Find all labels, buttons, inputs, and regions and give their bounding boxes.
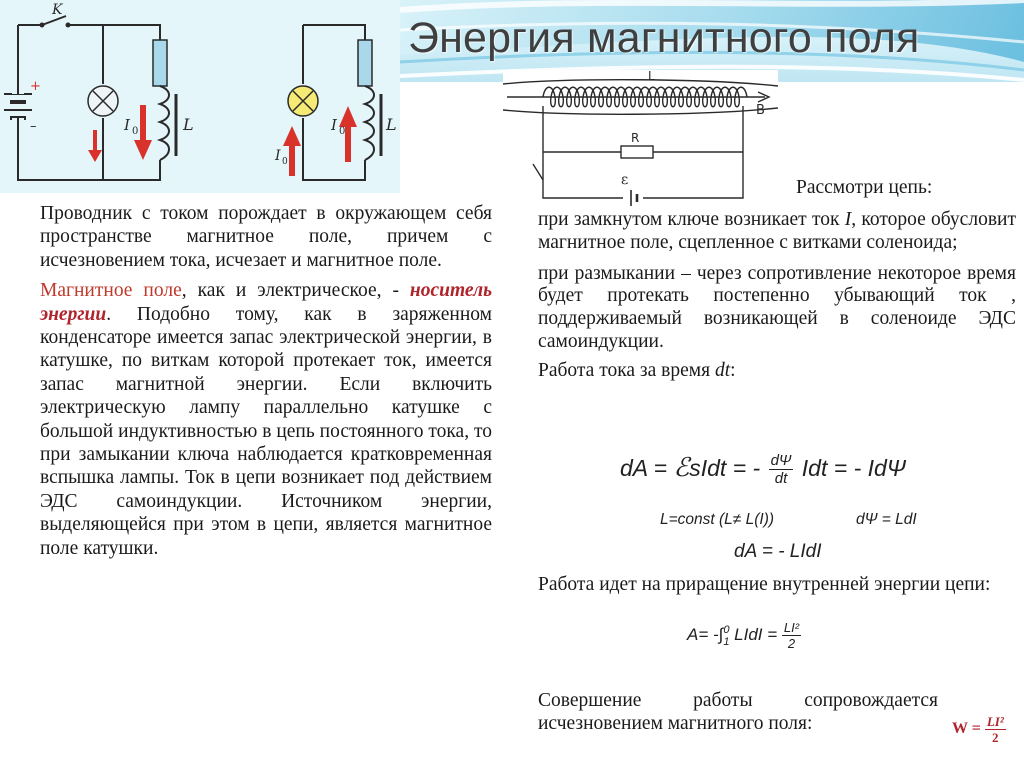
- formula-main-b: Idt = - IdΨ: [795, 455, 906, 481]
- formula-main-emf: ℰ: [673, 452, 690, 482]
- formula-main-a: sIdt = -: [689, 455, 767, 481]
- formula-w-den: 2: [992, 730, 999, 745]
- work-text-a: Работа тока за время: [538, 359, 715, 381]
- key-switch: [41, 15, 67, 26]
- resistor-2: [357, 39, 373, 87]
- formula-a-den: 2: [787, 636, 796, 651]
- magnetic-field-term: Магнитное поле: [40, 280, 182, 302]
- circuit-diagrams: K + –: [4, 2, 397, 181]
- inductor-label-1: L: [182, 115, 194, 134]
- work-text-b: :: [730, 359, 736, 381]
- plus-label: +: [30, 79, 41, 94]
- formula-main-den: dt: [774, 470, 788, 488]
- current-label-2: I: [274, 148, 281, 164]
- formula-w-lhs: W =: [952, 720, 985, 738]
- lamp-icon-1: [87, 85, 119, 117]
- circuit-2-wires: [302, 24, 366, 181]
- increment-paragraph: Работа идет на приращение внутренней эне…: [538, 574, 991, 595]
- label-R: R: [631, 131, 639, 145]
- para2-text-b: . Подобно тому, как в заряженном конденс…: [40, 303, 492, 559]
- formula-dpsi: dΨ = LdI: [856, 511, 917, 528]
- current-sub-1: 0: [132, 126, 138, 137]
- figure-circuits: K + –: [0, 0, 400, 193]
- resistor-1: [152, 39, 168, 87]
- resistor-R: [620, 145, 654, 159]
- right-text-column: при замкнутом ключе возникает ток I, кот…: [538, 209, 1016, 383]
- label-B: B: [756, 103, 765, 118]
- minus-label: –: [30, 119, 37, 134]
- integral-lower: 1: [723, 635, 730, 648]
- current-arrow-2a: [283, 126, 301, 176]
- energy-carrier-term: носитель энергии: [40, 280, 492, 325]
- label-L: L: [648, 70, 655, 83]
- integral-upper: 0: [723, 623, 730, 636]
- key-label: K: [51, 2, 64, 18]
- header-band: [400, 0, 1024, 82]
- formula-condition: L=const (L≠ L(I)): [660, 511, 775, 528]
- final-paragraph: Совершение работы сопровождается исчезно…: [538, 690, 938, 734]
- header-swoosh: [400, 0, 1024, 82]
- para2-text-a: , как и электрическое, -: [181, 280, 410, 302]
- closed-text-a: при замкнутом ключе возникает ток: [538, 209, 845, 230]
- left-paragraph-1: Проводник с током порождает в окружающем…: [40, 203, 492, 271]
- inductor-2: [361, 85, 375, 161]
- inductor-1: [156, 85, 170, 161]
- formula-da-lidi: dA = - LIdI: [734, 541, 822, 562]
- current-symbol: I: [844, 209, 852, 230]
- formula-a-mid: LIdI =: [729, 624, 782, 644]
- current-sub-2: 0: [282, 157, 288, 167]
- formula-main-num: dΨ: [768, 452, 794, 471]
- label-emf: ε: [621, 172, 628, 188]
- current-label-1: I: [123, 116, 131, 134]
- formula-w-num: LI²: [984, 714, 1006, 730]
- slide-title: Энергия магнитного поля: [408, 14, 920, 62]
- consider-circuit-label: Рассмотри цепь:: [796, 177, 933, 198]
- current-arrow-1b: [134, 105, 152, 160]
- work-paragraph: Работа тока за время dt:: [538, 360, 1016, 383]
- dt-symbol: dt: [714, 359, 731, 381]
- final-paragraph-block: Совершение работы сопровождается исчезно…: [538, 690, 938, 736]
- formula-a-lhs: A= -∫: [687, 624, 724, 644]
- current-arrow-1a: [88, 130, 102, 162]
- solenoid-circuit: L B R ε: [502, 69, 779, 208]
- battery-icon: [4, 93, 32, 120]
- current-label-3: I: [330, 116, 338, 134]
- circuit-1-wires: [17, 24, 161, 181]
- lamp-icon-2: [287, 85, 319, 117]
- current-sub-3: 0: [339, 126, 345, 137]
- formula-main-lhs: dA =: [620, 455, 674, 481]
- closed-key-paragraph: при замкнутом ключе возникает ток I, кот…: [538, 209, 1016, 255]
- solenoid-coil: [542, 86, 748, 108]
- inductor-label-2: L: [385, 115, 397, 134]
- left-paragraph-2: Магнитное поле, как и электрическое, - н…: [40, 279, 492, 560]
- open-key-paragraph: при размыкании – через сопротивление нек…: [538, 262, 1016, 352]
- increment-paragraph-block: Работа идет на приращение внутренней эне…: [538, 574, 1016, 597]
- left-text-column: Проводник с током порождает в окружающем…: [40, 202, 492, 560]
- figure-solenoid: L B R ε: [502, 69, 779, 208]
- closed-text-b: , которое обусловит магнитное поле, сцеп…: [538, 209, 1016, 253]
- formula-a-num: LI²: [781, 620, 802, 636]
- current-arrow-2b: [339, 106, 357, 162]
